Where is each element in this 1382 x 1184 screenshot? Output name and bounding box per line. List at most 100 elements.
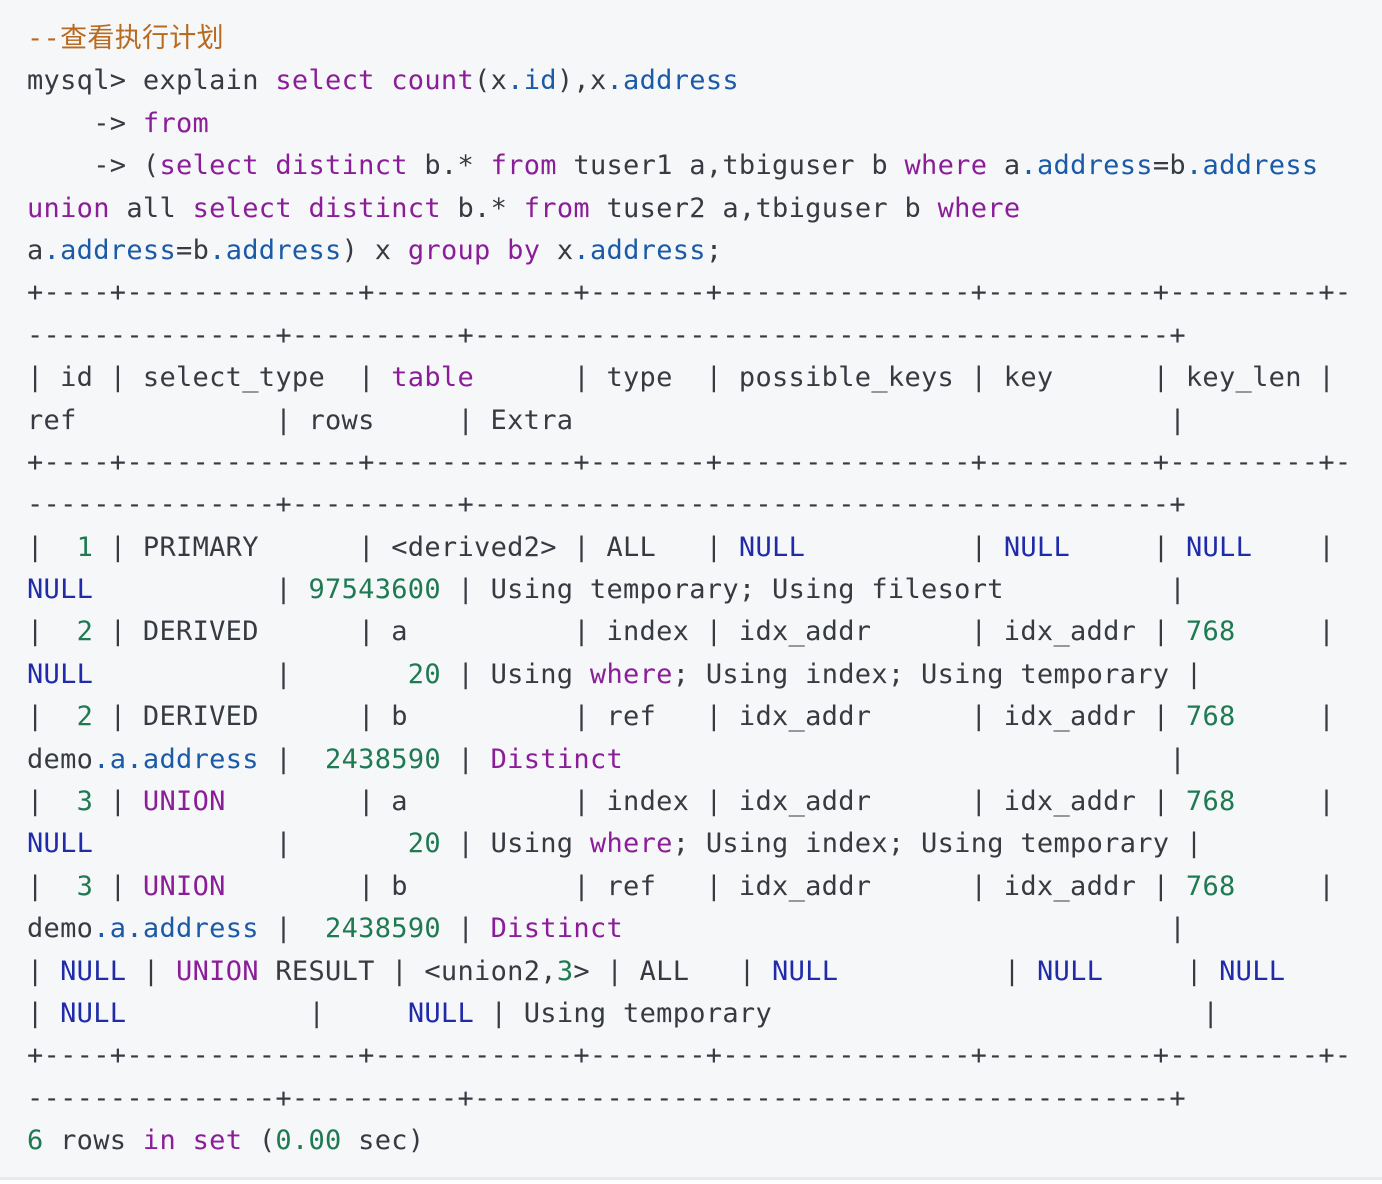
code-token-plain: b.*	[407, 150, 491, 182]
code-token-prop: .address	[209, 234, 342, 266]
code-token-plain	[292, 193, 309, 224]
code-token-plain: |	[440, 913, 491, 945]
code-token-null: NULL	[772, 955, 839, 987]
code-token-plain: demo	[27, 743, 94, 775]
code-token-num: 768	[1185, 616, 1236, 648]
code-token-plain: |	[258, 743, 326, 775]
code-token-plain: -> (	[27, 150, 160, 182]
code-token-num: 20	[407, 658, 441, 690]
code-token-plain: |	[258, 913, 326, 945]
code-token-plain: |	[93, 828, 408, 860]
code-token-kw: UNION	[176, 955, 259, 987]
code-token-plain: |	[1235, 616, 1335, 648]
code-token-plain: | type | possible_keys | key | key_len |	[474, 362, 1335, 394]
code-token-plain: | DERIVED | b | ref | idx_addr | idx_add…	[93, 701, 1186, 733]
code-token-plain: +----+--------------+------------+------…	[27, 446, 1352, 478]
code-token-plain: |	[1070, 531, 1186, 563]
code-token-plain: demo	[27, 913, 94, 945]
code-token-prop: .a	[93, 743, 127, 775]
code-token-prop: .address	[1185, 150, 1319, 182]
code-token-plain	[176, 1125, 193, 1156]
code-token-plain: | Using temporary |	[474, 997, 1220, 1029]
code-token-plain: |	[27, 870, 77, 902]
code-token-num: 2438590	[325, 743, 441, 775]
code-token-plain: ->	[27, 107, 143, 139]
code-token-plain	[259, 150, 276, 181]
code-line: ---------------+----------+-------------…	[27, 484, 1351, 526]
code-line: a.address=b.address) x group by x.addres…	[27, 230, 1351, 272]
code-line: NULL | 97543600 | Using temporary; Using…	[27, 569, 1351, 611]
code-token-kw: where	[904, 150, 988, 182]
code-token-plain: |	[1235, 786, 1335, 818]
code-token-plain: =b	[176, 234, 210, 266]
code-token-plain: x	[540, 234, 574, 266]
code-token-plain: +----+--------------+------------+------…	[27, 1040, 1352, 1072]
code-line: | 1 | PRIMARY | <derived2> | ALL | NULL …	[27, 527, 1351, 569]
code-token-kw: from	[142, 107, 210, 139]
code-token-prop: .address	[126, 743, 259, 775]
code-token-num: 2438590	[325, 913, 441, 945]
code-token-prop: .id	[507, 65, 557, 97]
code-token-plain: sec)	[341, 1125, 425, 1157]
code-line: +----+--------------+------------+------…	[27, 1035, 1351, 1077]
code-token-kw: UNION	[142, 870, 226, 902]
code-line: +----+--------------+------------+------…	[27, 442, 1351, 484]
code-token-kw: count	[391, 65, 475, 97]
code-token-null: NULL	[60, 955, 127, 987]
code-token-plain: | Using	[440, 658, 590, 690]
code-token-plain: ;	[705, 234, 723, 266]
code-token-null: NULL	[27, 658, 94, 690]
code-token-prop: .address	[573, 234, 706, 266]
code-line: | NULL | NULL | Using temporary |	[27, 993, 1351, 1035]
code-token-prop: .a	[93, 913, 127, 945]
code-token-plain: |	[27, 531, 77, 563]
code-token-kw: UNION	[142, 786, 226, 818]
code-line: --查看执行计划	[27, 18, 1351, 60]
code-token-plain: |	[93, 786, 143, 818]
code-token-plain: |	[93, 574, 309, 606]
code-token-plain: |	[27, 701, 77, 733]
code-token-null: NULL	[738, 531, 806, 563]
code-token-comment: --查看执行计划	[27, 23, 224, 54]
code-token-plain: ; Using index; Using temporary |	[672, 828, 1203, 860]
code-token-plain: | a | index | idx_addr | idx_addr |	[225, 786, 1186, 818]
code-token-plain: | DERIVED | a | index | idx_addr | idx_a…	[93, 616, 1186, 648]
code-token-null: NULL	[60, 997, 127, 1029]
code-token-num: 97543600	[308, 574, 441, 606]
code-token-plain: all	[109, 192, 193, 224]
code-token-plain: | id | select_type |	[27, 362, 392, 394]
code-token-plain: | PRIMARY | <derived2> | ALL |	[93, 531, 739, 563]
code-token-num: 2	[76, 701, 94, 733]
code-token-plain: |	[623, 743, 1186, 775]
code-token-prop: .address	[1020, 150, 1153, 182]
code-token-plain	[491, 235, 508, 266]
code-line: ---------------+----------+-------------…	[27, 1078, 1351, 1120]
code-token-plain: |	[838, 955, 1037, 987]
code-token-plain: ---------------+----------+-------------…	[27, 489, 1186, 521]
code-token-plain: rows	[43, 1125, 143, 1157]
code-token-plain: |	[126, 997, 408, 1029]
code-token-plain: ref | rows | Extra |	[27, 404, 1186, 436]
code-token-kw: Distinct	[490, 913, 624, 945]
code-line: demo.a.address | 2438590 | Distinct |	[27, 739, 1351, 781]
code-token-plain: |	[440, 743, 491, 775]
code-token-plain: (	[242, 1125, 276, 1157]
code-token-num: 768	[1185, 870, 1236, 902]
code-token-plain: |	[27, 997, 61, 1029]
code-token-num: 768	[1185, 701, 1236, 733]
code-line: 6 rows in set (0.00 sec)	[27, 1120, 1351, 1162]
code-line: ref | rows | Extra |	[27, 400, 1351, 442]
code-line: union all select distinct b.* from tuser…	[27, 188, 1351, 230]
code-token-num: 768	[1185, 786, 1236, 818]
code-token-plain: |	[27, 955, 61, 987]
code-token-kw: distinct	[275, 150, 408, 182]
code-line: -> from	[27, 103, 1351, 145]
code-token-plain: |	[805, 531, 1004, 563]
code-token-kw: where	[589, 658, 673, 690]
code-token-kw: union	[27, 192, 110, 224]
code-token-num: 20	[407, 828, 441, 860]
code-token-num: 3	[76, 786, 94, 818]
code-token-plain: ---------------+----------+-------------…	[27, 1082, 1186, 1114]
